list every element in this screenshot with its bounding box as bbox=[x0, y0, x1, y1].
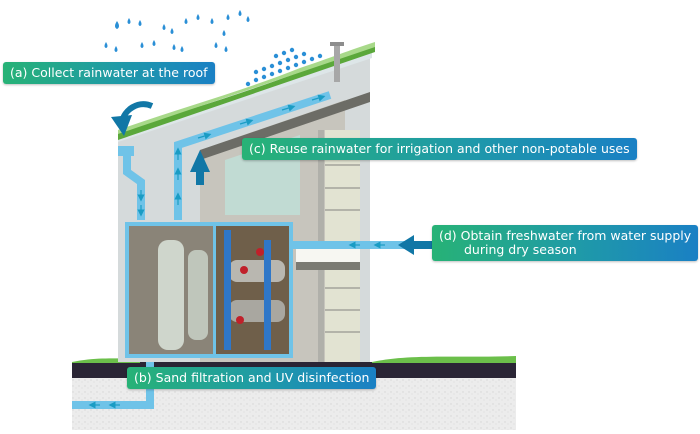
rain-drops-icon bbox=[104, 10, 250, 52]
treatment-equipment-photo bbox=[125, 222, 293, 358]
gutter bbox=[118, 146, 134, 156]
up-arrow-icon bbox=[190, 150, 210, 185]
label-reuse-rainwater: (c) Reuse rainwater for irrigation and o… bbox=[242, 138, 637, 160]
sand-filter-tank bbox=[158, 240, 184, 350]
label-d-line2: during dry season bbox=[464, 242, 577, 257]
vent-pipe-icon bbox=[330, 42, 344, 82]
curved-arrow-head bbox=[111, 115, 132, 136]
sand-filter-tank bbox=[188, 250, 208, 340]
label-d-line1: (d) Obtain freshwater from water supply bbox=[439, 228, 692, 243]
roof-water-drops bbox=[245, 47, 323, 87]
label-obtain-freshwater: (d) Obtain freshwater from water supply … bbox=[432, 225, 699, 261]
flow-arrows bbox=[88, 94, 385, 409]
left-arrow-icon bbox=[398, 235, 432, 255]
label-filtration-disinfection: (b) Sand filtration and UV disinfection bbox=[127, 367, 377, 389]
label-collect-rainwater: (a) Collect rainwater at the roof bbox=[3, 62, 215, 84]
uv-unit bbox=[229, 260, 285, 282]
